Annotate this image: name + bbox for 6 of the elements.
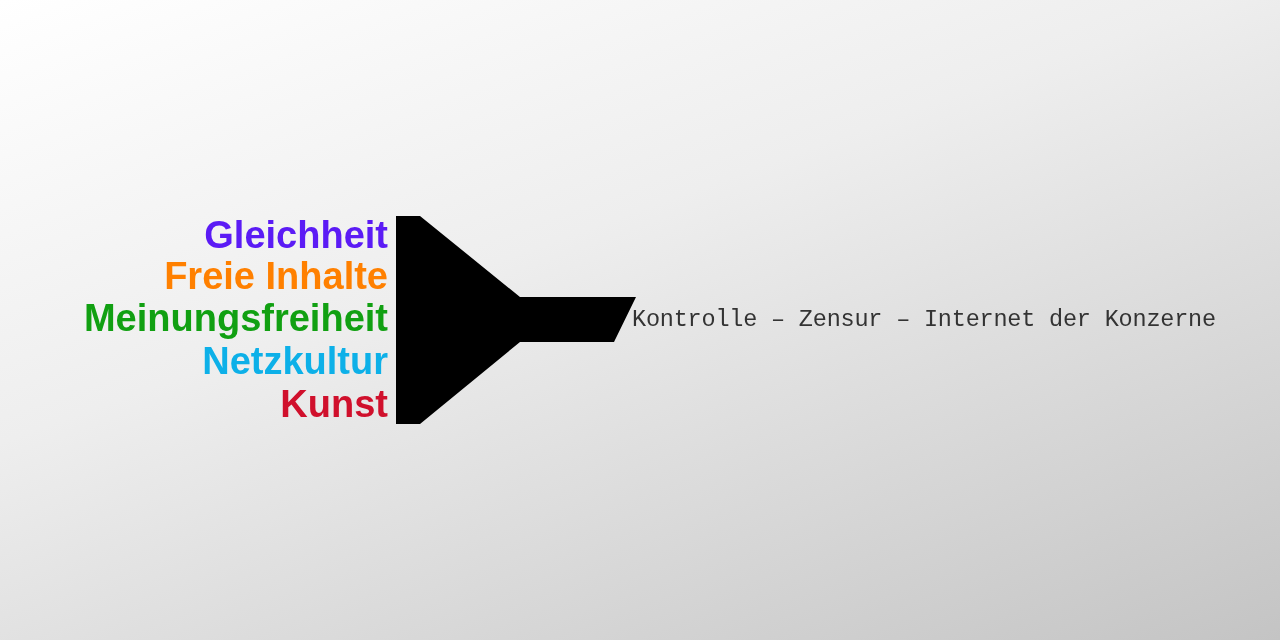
value-word: Gleichheit xyxy=(204,214,388,256)
value-word: Freie Inhalte xyxy=(164,255,388,297)
value-word: Meinungsfreiheit xyxy=(83,297,388,339)
value-word: Netzkultur xyxy=(202,340,388,382)
value-word: Kunst xyxy=(280,383,388,425)
output-text: Kontrolle – Zensur – Internet der Konzerne xyxy=(632,306,1216,333)
